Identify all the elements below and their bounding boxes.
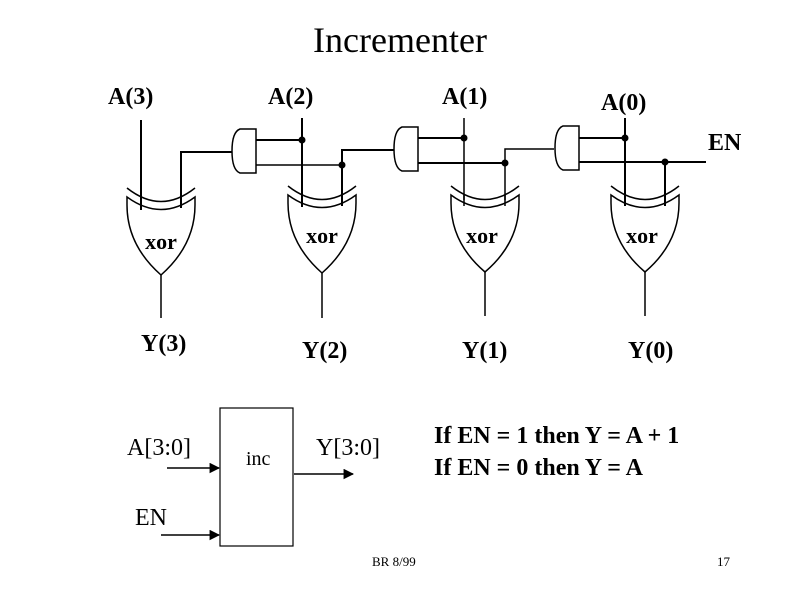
rule-disabled: If EN = 0 then Y = A (434, 455, 644, 481)
output-label-y0: Y(0) (628, 338, 673, 364)
inc-block (219, 407, 294, 547)
junction-dot (501, 159, 509, 167)
footer-page-number: 17 (717, 554, 731, 569)
bit2-stage (298, 118, 394, 200)
slide-title: Incrementer (313, 20, 487, 60)
xor-label-3: xor (145, 229, 177, 254)
input-label-a3: A(3) (108, 84, 153, 110)
junction-dot (298, 136, 306, 144)
block-output-y-label: Y[3:0] (316, 435, 380, 461)
wire-carry-2 (341, 149, 394, 200)
inc-block-label: inc (246, 448, 271, 470)
xor-gate-1 (450, 185, 520, 316)
input-label-a2: A(2) (268, 84, 313, 110)
bit1-stage (460, 118, 554, 200)
xor-label-1: xor (466, 223, 498, 248)
enable-label: EN (708, 130, 742, 156)
rule-enabled: If EN = 1 then Y = A + 1 (434, 423, 679, 449)
bit3-stage (140, 120, 232, 200)
output-label-y1: Y(1) (462, 338, 507, 364)
output-label-y3: Y(3) (141, 331, 186, 357)
footer-author-date: BR 8/99 (372, 554, 416, 569)
block-input-en-label: EN (135, 505, 167, 531)
bit0-stage (621, 118, 669, 200)
junction-dot (661, 158, 669, 166)
xor-gate-3 (126, 187, 196, 318)
junction-dot (460, 134, 468, 142)
junction-dot (338, 161, 346, 169)
and-gate-3 (554, 125, 580, 171)
wire-carry-3 (180, 151, 232, 200)
and-gate-1 (231, 128, 257, 174)
input-label-a0: A(0) (601, 90, 646, 116)
and-gate-2 (393, 126, 419, 172)
xor-gate-0 (610, 185, 680, 316)
block-input-a-label: A[3:0] (127, 435, 191, 461)
xor-gate-2 (287, 185, 357, 318)
xor-label-2: xor (306, 223, 338, 248)
wire-carry-1 (504, 148, 554, 200)
output-label-y2: Y(2) (302, 338, 347, 364)
inc-block-diagram: inc A[3:0] EN Y[3:0] (127, 407, 380, 547)
input-label-a1: A(1) (442, 84, 487, 110)
xor-label-0: xor (626, 223, 658, 248)
junction-dot (621, 134, 629, 142)
